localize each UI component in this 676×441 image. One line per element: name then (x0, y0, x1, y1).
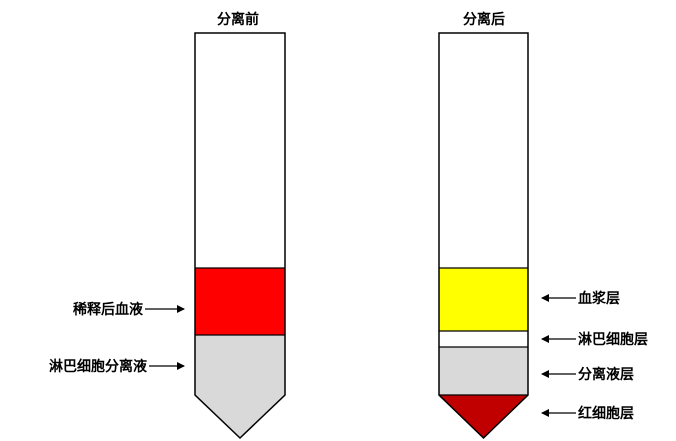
lymphocyte-layer (439, 331, 528, 347)
tube-outline (194, 32, 286, 440)
plasma-label: 血浆层 (578, 290, 620, 307)
tube-after-separation: 分离后 血浆层 淋巴细胞层 分离液层 红细胞层 (438, 11, 648, 440)
separation-medium-layer (439, 347, 528, 395)
tube-before-separation: 分离前 稀释后血液 淋巴细胞分离液 (49, 11, 286, 440)
separation-medium-label: 分离液层 (578, 366, 634, 383)
separation-medium-label: 淋巴细胞分离液 (49, 358, 148, 375)
tube-after-title: 分离后 (463, 11, 505, 28)
red-cell-layer (439, 395, 528, 438)
diluted-blood-label: 稀释后血液 (73, 301, 144, 318)
lymphocyte-label: 淋巴细胞层 (578, 331, 648, 348)
diluted-blood-layer (195, 268, 285, 335)
tube-before-title: 分离前 (217, 11, 259, 28)
red-cell-label: 红细胞层 (578, 405, 634, 422)
tube-outline (438, 32, 529, 440)
plasma-layer (439, 268, 528, 331)
separation-medium-layer (195, 335, 285, 438)
